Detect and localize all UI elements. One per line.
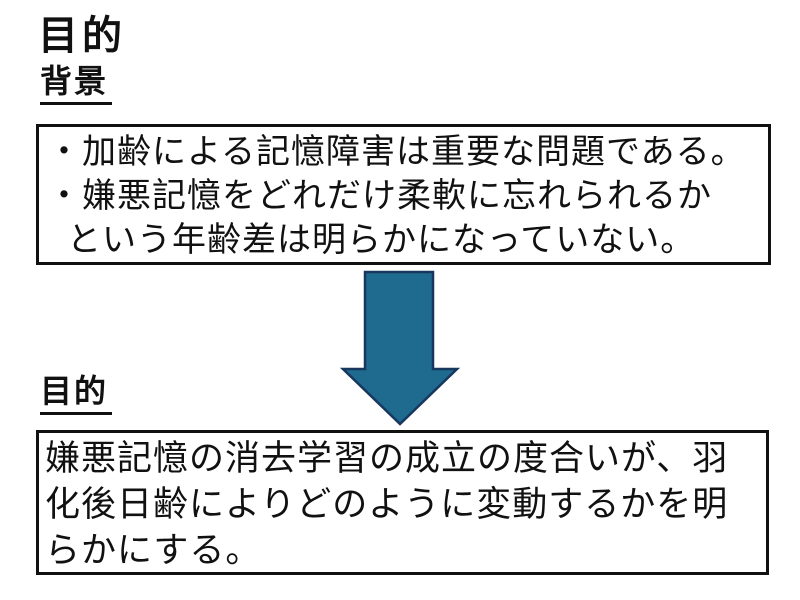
box-text-line: らかにする。 xyxy=(45,531,262,570)
box-text-line: 化後日齢によりどのように変動するかを明 xyxy=(45,485,729,524)
down-arrow-shape xyxy=(340,270,460,426)
box-text-line: ・加齢による記憶障害は重要な問題である。 xyxy=(47,133,746,171)
down-arrow-icon xyxy=(340,270,460,426)
purpose-heading: 目的 xyxy=(40,373,113,416)
background-text-box: ・加齢による記憶障害は重要な問題である。・嫌悪記憶をどれだけ柔軟に忘れられるかと… xyxy=(36,124,771,265)
box-text-line: という年齢差は明らかになっていない。 xyxy=(67,221,696,259)
purpose-text-box: 嫌悪記憶の消去学習の成立の度合いが、羽化後日齢によりどのように変動するかを明らか… xyxy=(36,430,769,575)
box-text-line: 嫌悪記憶の消去学習の成立の度合いが、羽 xyxy=(45,439,729,478)
box-text-line: ・嫌悪記憶をどれだけ柔軟に忘れられるか xyxy=(47,177,712,215)
background-box-lines: ・加齢による記憶障害は重要な問題である。・嫌悪記憶をどれだけ柔軟に忘れられるかと… xyxy=(47,130,768,262)
background-heading: 背景 xyxy=(40,63,113,106)
purpose-box-lines: 嫌悪記憶の消去学習の成立の度合いが、羽化後日齢によりどのように変動するかを明らか… xyxy=(45,436,766,574)
slide-title: 目的 xyxy=(38,14,126,58)
